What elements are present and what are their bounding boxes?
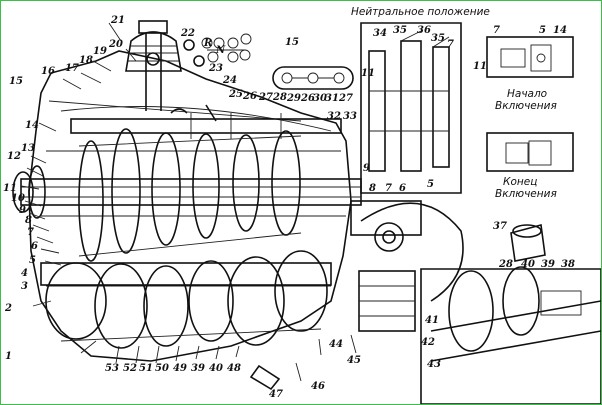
label-9: 9 xyxy=(19,205,26,216)
label-47: 47 xyxy=(269,389,283,400)
label-9b: 9 xyxy=(363,163,370,174)
label-50: 50 xyxy=(155,363,169,374)
label-8: 8 xyxy=(25,215,32,226)
label-7d: 7 xyxy=(493,25,500,36)
label-17: 17 xyxy=(65,63,79,74)
label-53: 53 xyxy=(105,363,119,374)
label-27b: 27 xyxy=(338,93,353,104)
shift-pattern-r: R xyxy=(203,38,212,49)
label-31: 31 xyxy=(325,93,339,104)
label-28: 28 xyxy=(272,92,287,103)
shift-pattern-diagram: R N xyxy=(201,33,252,63)
part-number-labels: 1 2 3 4 5 6 7 8 9 10 11 12 13 14 15 16 1… xyxy=(3,15,575,400)
label-1: 1 xyxy=(5,351,12,362)
label-3: 3 xyxy=(21,281,28,292)
label-26b: 26 xyxy=(300,93,315,104)
label-42: 42 xyxy=(421,337,435,348)
countershaft xyxy=(40,250,332,349)
label-39b: 39 xyxy=(541,259,555,270)
label-5b: 5 xyxy=(427,179,434,190)
label-38: 38 xyxy=(561,259,575,270)
shift-pattern-n: N xyxy=(215,45,226,56)
label-45: 45 xyxy=(347,355,361,366)
label-18: 18 xyxy=(79,55,93,66)
label-5: 5 xyxy=(29,255,36,266)
label-6: 6 xyxy=(31,241,38,252)
label-39: 39 xyxy=(191,363,205,374)
main-shaft xyxy=(12,165,422,236)
label-11b: 11 xyxy=(361,68,375,79)
label-4: 4 xyxy=(21,268,28,279)
label-36: 36 xyxy=(417,25,431,36)
caption-engagement-start-line2: Включения xyxy=(495,100,557,112)
label-12: 12 xyxy=(7,151,21,162)
label-24: 24 xyxy=(222,75,237,86)
label-14b: 14 xyxy=(553,25,567,36)
label-52: 52 xyxy=(123,363,137,374)
label-43: 43 xyxy=(427,359,441,370)
label-14: 14 xyxy=(25,120,39,131)
label-11: 11 xyxy=(3,183,17,194)
leader-lines xyxy=(20,22,357,382)
label-29: 29 xyxy=(286,93,301,104)
label-6b: 6 xyxy=(399,183,406,194)
reverse-idler xyxy=(358,202,464,332)
label-48: 48 xyxy=(227,363,241,374)
caption-engagement-end-line1: Конец xyxy=(503,176,537,188)
label-26: 26 xyxy=(242,91,257,102)
label-34: 34 xyxy=(373,28,387,39)
label-13: 13 xyxy=(21,143,35,154)
label-41: 41 xyxy=(425,315,439,326)
caption-engagement-start-line1: Начало xyxy=(507,88,547,100)
label-33: 33 xyxy=(343,111,357,122)
label-16: 16 xyxy=(41,66,55,77)
engagement-end-inset xyxy=(486,132,574,172)
detent-inset xyxy=(272,66,354,90)
label-40: 40 xyxy=(209,363,223,374)
label-15b: 15 xyxy=(285,37,299,48)
label-15: 15 xyxy=(9,76,23,87)
label-25: 25 xyxy=(228,89,243,100)
label-35a: 35 xyxy=(393,25,407,36)
label-2: 2 xyxy=(4,303,12,314)
label-19: 19 xyxy=(93,46,107,57)
label-7c: 7 xyxy=(385,183,392,194)
label-7b: 7 xyxy=(447,39,454,50)
label-28b: 28 xyxy=(498,259,513,270)
label-22: 22 xyxy=(180,28,195,39)
label-32: 32 xyxy=(327,111,341,122)
drain-plug xyxy=(249,364,281,391)
label-10: 10 xyxy=(11,193,25,204)
shift-fork-inset xyxy=(420,266,601,404)
label-44: 44 xyxy=(329,339,343,350)
detent-pin xyxy=(510,223,546,262)
label-51: 51 xyxy=(139,363,153,374)
shift-lever-tower xyxy=(125,20,205,111)
label-20: 20 xyxy=(108,39,123,50)
label-46: 46 xyxy=(311,381,325,392)
label-7: 7 xyxy=(27,227,34,238)
label-23: 23 xyxy=(208,63,223,74)
gear-stack xyxy=(78,128,302,262)
label-11c: 11 xyxy=(473,61,487,72)
caption-neutral-position: Нейтральное положение xyxy=(351,6,490,18)
label-49: 49 xyxy=(173,363,187,374)
gearbox-housing xyxy=(28,50,352,362)
caption-engagement-end-line2: Включения xyxy=(495,188,557,200)
engagement-start-inset xyxy=(486,36,574,78)
label-27a: 27 xyxy=(258,92,273,103)
label-35b: 35 xyxy=(431,33,445,44)
synchronizer-neutral-inset xyxy=(360,22,462,194)
label-40b: 40 xyxy=(521,259,535,270)
label-30: 30 xyxy=(313,93,327,104)
label-5c: 5 xyxy=(539,25,546,36)
label-37: 37 xyxy=(493,221,507,232)
label-21: 21 xyxy=(110,15,125,26)
label-8b: 8 xyxy=(369,183,376,194)
